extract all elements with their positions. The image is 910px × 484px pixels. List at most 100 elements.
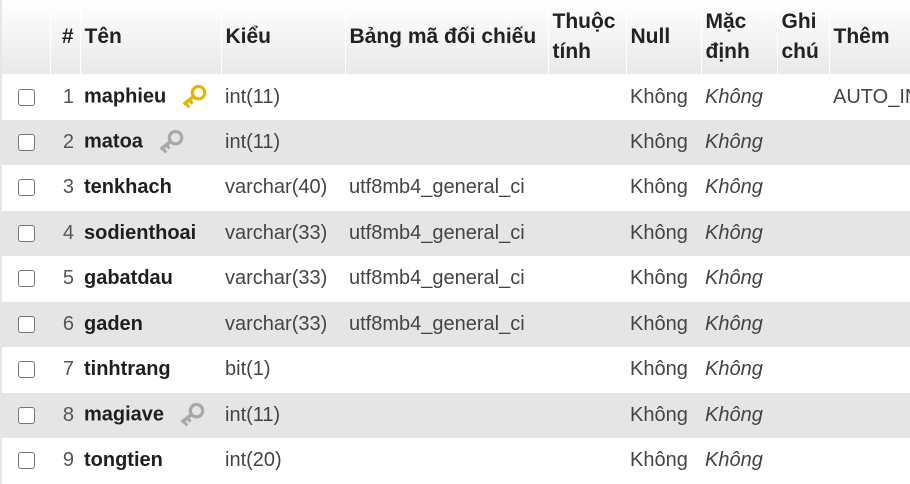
row-checkbox[interactable] [17, 133, 35, 151]
header-name[interactable]: Tên [80, 0, 222, 75]
column-attributes [548, 438, 626, 484]
column-comments [777, 347, 829, 393]
row-checkbox[interactable] [17, 361, 35, 379]
column-attributes [548, 165, 626, 211]
column-comments [777, 211, 829, 257]
column-comments [777, 393, 829, 439]
header-attributes[interactable]: Thuộc tính [548, 0, 627, 75]
column-attributes [548, 120, 626, 166]
row-number: 7 [62, 358, 74, 381]
column-default: Không [705, 130, 763, 153]
column-comments [777, 120, 829, 166]
row-number: 8 [62, 403, 74, 426]
row-number: 5 [62, 267, 74, 290]
row-checkbox[interactable] [17, 406, 35, 424]
row-select-cell [2, 393, 50, 439]
column-attributes [548, 74, 626, 120]
column-comments [777, 438, 829, 484]
row-number: 6 [62, 312, 74, 335]
column-null: Không [630, 312, 688, 335]
row-number: 9 [62, 449, 74, 472]
column-default: Không [705, 176, 763, 199]
column-name-cell: tongtien [80, 438, 221, 484]
column-collation [345, 74, 548, 120]
header-null[interactable]: Null [626, 0, 702, 75]
row-select-cell [2, 165, 50, 211]
column-default: Không [705, 449, 763, 472]
row-checkbox[interactable] [17, 315, 35, 333]
column-name-cell: gaden [80, 302, 221, 348]
column-attributes [548, 302, 626, 348]
column-type: int(11) [225, 403, 281, 426]
column-name: maphieu [84, 85, 167, 108]
header-comments[interactable]: Ghi chú [777, 0, 830, 75]
header-extra[interactable]: Thêm [829, 0, 910, 75]
table-body: 1maphieuint(11)KhôngKhôngAUTO_INCREMENT2… [2, 74, 910, 484]
header-default[interactable]: Mặc định [701, 0, 778, 75]
header-type[interactable]: Kiểu [221, 0, 346, 75]
column-name-cell: tenkhach [80, 165, 221, 211]
column-collation [345, 393, 548, 439]
row-number: 1 [62, 85, 74, 108]
row-select-cell [2, 256, 50, 302]
primary-key-icon [178, 84, 208, 110]
column-comments [777, 165, 829, 211]
column-attributes [548, 347, 626, 393]
row-number: 2 [62, 130, 74, 153]
header-num[interactable]: # [50, 0, 81, 75]
column-null: Không [630, 85, 688, 108]
column-name-cell: gabatdau [80, 256, 221, 302]
column-attributes [548, 393, 626, 439]
column-collation: utf8mb4_general_ci [349, 176, 525, 199]
column-collation: utf8mb4_general_ci [349, 221, 525, 244]
row-select-cell [2, 120, 50, 166]
column-comments [777, 256, 829, 302]
index-key-icon [176, 402, 206, 428]
column-extra [829, 256, 910, 302]
column-null: Không [630, 449, 688, 472]
column-default: Không [705, 312, 763, 335]
column-name: gabatdau [84, 267, 173, 290]
column-type: int(11) [225, 130, 281, 153]
column-comments [777, 74, 829, 120]
row-select-cell [2, 74, 50, 120]
column-null: Không [630, 176, 688, 199]
row-checkbox[interactable] [17, 452, 35, 470]
row-checkbox[interactable] [17, 179, 35, 197]
column-name: tenkhach [84, 176, 172, 199]
row-checkbox[interactable] [17, 88, 35, 106]
column-name-cell: tinhtrang [80, 347, 221, 393]
column-type: int(20) [225, 449, 282, 472]
column-name: tinhtrang [84, 358, 171, 381]
row-checkbox[interactable] [17, 224, 35, 242]
column-extra [829, 393, 910, 439]
column-name-cell: matoa [80, 120, 221, 166]
column-extra: AUTO_INCREMENT [833, 85, 910, 108]
column-name: matoa [84, 130, 143, 153]
table-row[interactable]: 2 matoa int(11) Không Không [2, 119, 910, 166]
row-checkbox[interactable] [17, 270, 35, 288]
column-extra [829, 347, 910, 393]
column-type: varchar(33) [225, 221, 328, 244]
column-type: varchar(33) [225, 312, 328, 335]
column-null: Không [630, 130, 688, 153]
column-name-cell: sodienthoai [80, 211, 221, 257]
column-null: Không [630, 403, 688, 426]
header-collation[interactable]: Bảng mã đối chiếu [345, 0, 549, 75]
column-default: Không [705, 85, 763, 108]
row-select-cell [2, 211, 50, 257]
row-select-cell [2, 438, 50, 484]
row-number: 3 [62, 176, 74, 199]
column-comments [777, 302, 829, 348]
column-name-cell: maphieu [80, 74, 221, 120]
